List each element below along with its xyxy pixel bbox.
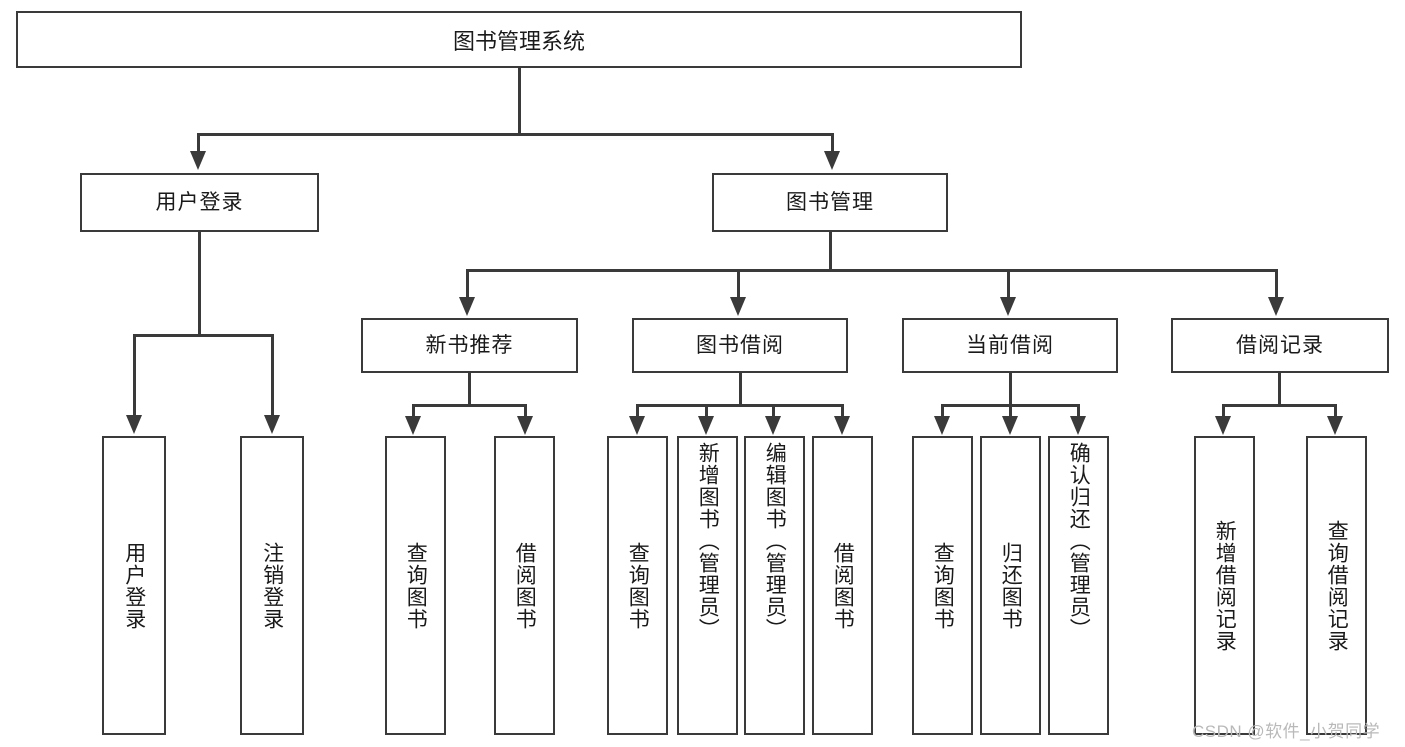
csdn-watermark: CSDN @软件_小贺同学 — [1192, 722, 1381, 741]
node-book-borrow[interactable]: 图书借阅 — [632, 318, 848, 373]
arrow-to-leaf-user-logout — [264, 415, 280, 434]
arrow-to-leaf-query-book-3 — [934, 416, 950, 435]
edge-bb-arm-2 — [705, 404, 708, 418]
arrow-to-leaf-return-book — [1002, 416, 1018, 435]
leaf-user-login[interactable]: 用户登录 — [102, 436, 166, 735]
edge-user-login-arm-1 — [133, 334, 136, 417]
node-label: 图书借阅 — [696, 333, 784, 357]
arrow-to-leaf-confirm-return — [1070, 416, 1086, 435]
leaf-label: 注销登录 — [260, 541, 284, 630]
node-new-book-recommend[interactable]: 新书推荐 — [361, 318, 578, 373]
edge-cb-arm-2 — [1009, 404, 1012, 418]
arrow-to-leaf-borrow-book-1 — [517, 416, 533, 435]
edge-bb-arm-1 — [636, 404, 639, 418]
leaf-borrow-book-borrow[interactable]: 借阅图书 — [812, 436, 873, 735]
edge-borrow-record-stem — [1278, 373, 1281, 406]
node-root-book-management-system[interactable]: 图书管理系统 — [16, 11, 1022, 68]
leaf-add-book-admin[interactable]: 新增图书（管理员） — [677, 436, 738, 735]
arrow-to-leaf-borrow-book-2 — [834, 416, 850, 435]
arrow-to-leaf-add-book — [698, 416, 714, 435]
edge-book-borrow-distributor — [636, 404, 844, 407]
arrow-to-leaf-edit-book — [765, 416, 781, 435]
leaf-user-logout[interactable]: 注销登录 — [240, 436, 304, 735]
leaf-query-book-borrow[interactable]: 查询图书 — [607, 436, 668, 735]
leaf-add-borrow-record[interactable]: 新增借阅记录 — [1194, 436, 1255, 735]
leaf-label: 新增图书（管理员） — [696, 442, 720, 640]
edge-bm-arm-3 — [1007, 269, 1010, 300]
node-user-login[interactable]: 用户登录 — [80, 173, 319, 232]
edge-user-login-stem — [198, 232, 201, 335]
edge-cb-arm-3 — [1077, 404, 1080, 418]
node-borrow-record[interactable]: 借阅记录 — [1171, 318, 1389, 373]
edge-borrow-record-distributor — [1222, 404, 1337, 407]
leaf-label: 用户登录 — [122, 541, 146, 630]
edge-br-arm-2 — [1334, 404, 1337, 418]
edge-nbr-arm-1 — [412, 404, 415, 418]
edge-new-book-rec-distributor — [412, 404, 527, 407]
arrow-to-book-borrow — [730, 297, 746, 316]
leaf-label: 借阅图书 — [513, 541, 537, 630]
leaf-query-book-new-rec[interactable]: 查询图书 — [385, 436, 446, 735]
edge-book-manage-distributor — [466, 269, 1278, 272]
edge-root-to-user-login — [197, 133, 200, 153]
node-label: 新书推荐 — [425, 333, 514, 357]
edge-bb-arm-3 — [772, 404, 775, 418]
leaf-label: 确认归还（管理员） — [1067, 442, 1091, 640]
edge-root-stem — [518, 68, 521, 135]
edge-bm-arm-1 — [466, 269, 469, 300]
leaf-edit-book-admin[interactable]: 编辑图书（管理员） — [744, 436, 805, 735]
edge-user-login-distributor — [133, 334, 274, 337]
leaf-label: 归还图书 — [999, 541, 1023, 630]
leaf-label: 查询图书 — [404, 541, 428, 630]
node-current-borrow[interactable]: 当前借阅 — [902, 318, 1118, 373]
leaf-query-book-current[interactable]: 查询图书 — [912, 436, 973, 735]
leaf-borrow-book-new-rec[interactable]: 借阅图书 — [494, 436, 555, 735]
node-label: 图书管理系统 — [452, 28, 585, 54]
arrow-to-borrow-record — [1268, 297, 1284, 316]
leaf-return-book[interactable]: 归还图书 — [980, 436, 1041, 735]
leaf-label: 编辑图书（管理员） — [763, 442, 787, 640]
leaf-label: 查询图书 — [626, 541, 650, 630]
arrow-to-leaf-query-record — [1327, 416, 1343, 435]
arrow-to-leaf-user-login — [126, 415, 142, 434]
edge-bm-arm-2 — [737, 269, 740, 300]
arrow-to-leaf-add-record — [1215, 416, 1231, 435]
leaf-confirm-return-admin[interactable]: 确认归还（管理员） — [1048, 436, 1109, 735]
edge-book-borrow-stem — [739, 373, 742, 406]
leaf-label: 查询图书 — [931, 541, 955, 630]
edge-cb-arm-1 — [941, 404, 944, 418]
edge-bb-arm-4 — [841, 404, 844, 418]
edge-root-distributor — [197, 133, 834, 136]
edge-current-borrow-stem — [1009, 373, 1012, 406]
node-label: 图书管理 — [786, 190, 874, 214]
arrow-to-leaf-query-book-1 — [405, 416, 421, 435]
arrow-to-user-login — [190, 151, 206, 170]
arrow-to-leaf-query-book-2 — [629, 416, 645, 435]
edge-nbr-arm-2 — [524, 404, 527, 418]
leaf-query-borrow-record[interactable]: 查询借阅记录 — [1306, 436, 1367, 735]
leaf-label: 新增借阅记录 — [1213, 519, 1237, 652]
edge-bm-arm-4 — [1275, 269, 1278, 300]
edge-root-to-book-manage — [831, 133, 834, 153]
edge-new-book-rec-stem — [468, 373, 471, 406]
node-label: 用户登录 — [155, 190, 244, 214]
arrow-to-new-book-rec — [459, 297, 475, 316]
edge-book-manage-stem — [829, 232, 832, 271]
arrow-to-current-borrow — [1000, 297, 1016, 316]
leaf-label: 借阅图书 — [831, 541, 855, 630]
leaf-label: 查询借阅记录 — [1325, 519, 1349, 652]
node-label: 借阅记录 — [1236, 333, 1324, 357]
arrow-to-book-manage — [824, 151, 840, 170]
node-book-management[interactable]: 图书管理 — [712, 173, 948, 232]
node-label: 当前借阅 — [966, 333, 1054, 357]
edge-user-login-arm-2 — [271, 334, 274, 417]
edge-br-arm-1 — [1222, 404, 1225, 418]
